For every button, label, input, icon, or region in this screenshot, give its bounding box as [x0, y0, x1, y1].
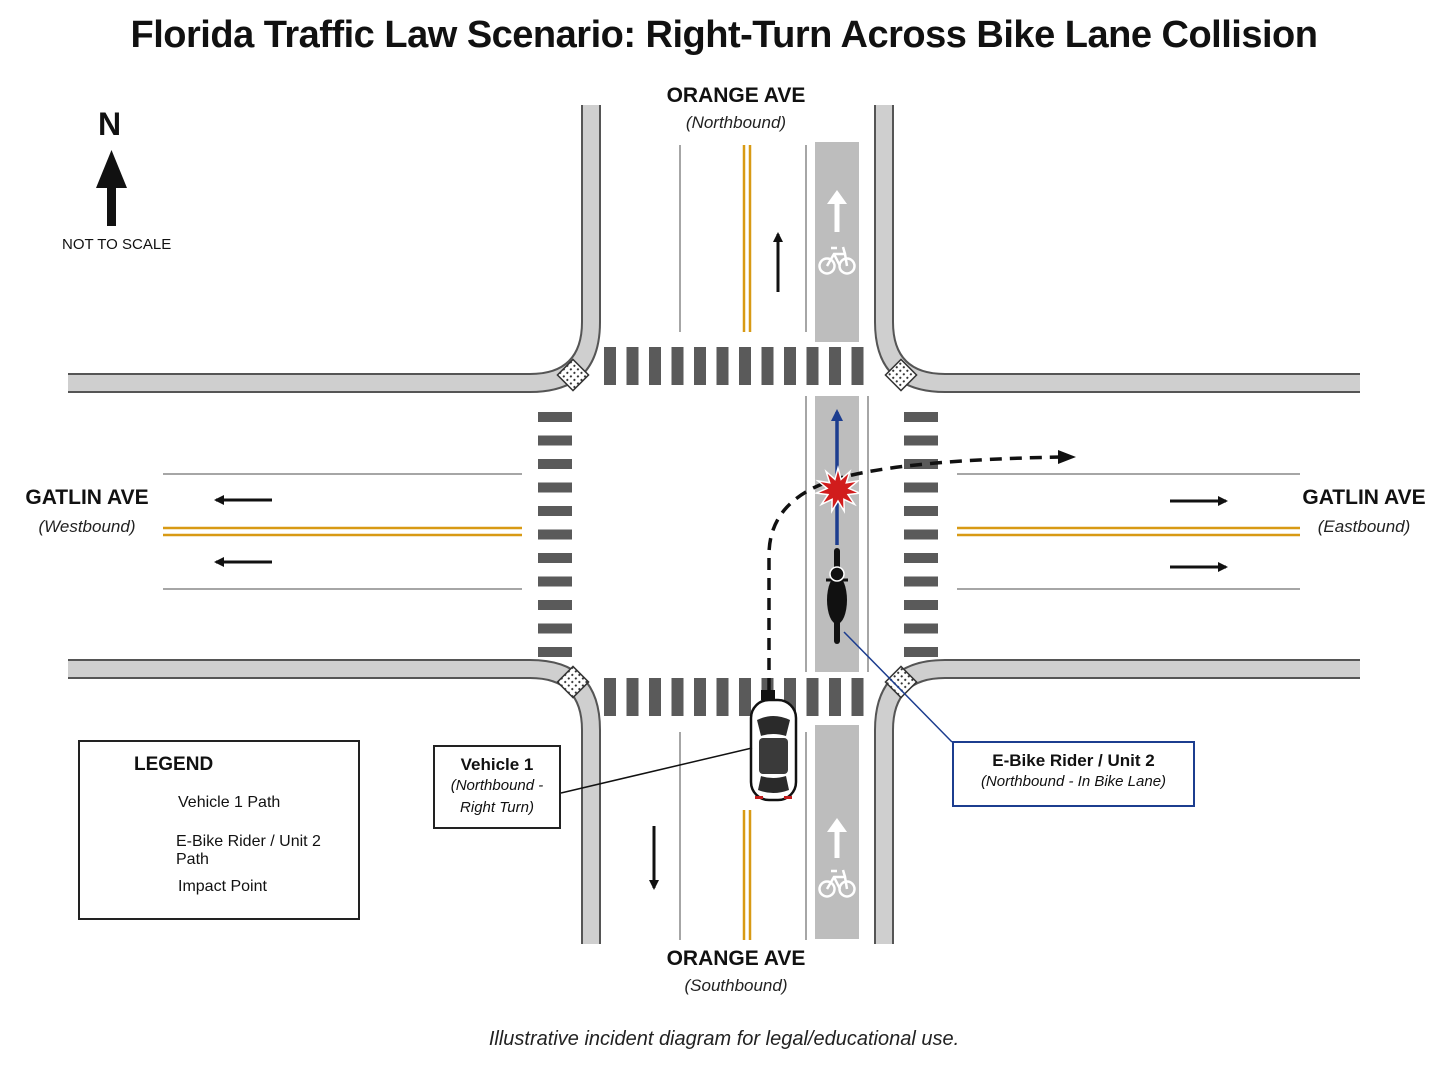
- crosswalk-stripe: [904, 506, 938, 516]
- north-arrow-icon: [96, 150, 127, 226]
- ebike-rider-callout: E-Bike Rider / Unit 2 (Northbound - In B…: [952, 741, 1195, 807]
- crosswalk-stripe: [671, 678, 684, 716]
- ebike-callout-leader: [843, 631, 953, 743]
- crosswalk-stripe: [626, 678, 639, 716]
- crosswalk-north: [604, 347, 864, 385]
- impact-point-icon: [813, 465, 863, 514]
- north-leg-markings: [679, 142, 859, 342]
- vehicle-1-callout-line2: Right Turn): [460, 799, 534, 816]
- crosswalk-stripe: [538, 435, 572, 446]
- legend-item-vehicle-path: Vehicle 1 Path: [178, 794, 281, 811]
- road-direction-south: (Southbound): [684, 976, 788, 995]
- crosswalk-stripe: [904, 600, 938, 610]
- road-label-north: ORANGE AVE: [666, 84, 806, 107]
- crosswalk-stripe: [716, 347, 729, 385]
- crosswalk-stripe: [904, 647, 938, 657]
- diagram-title: Florida Traffic Law Scenario: Right-Turn…: [130, 14, 1318, 56]
- crosswalk-stripe: [538, 576, 572, 587]
- crosswalk-east: [904, 412, 938, 657]
- crosswalk-stripe: [649, 347, 661, 385]
- bike-lane-north: [815, 142, 859, 342]
- crosswalk-stripe: [904, 529, 938, 540]
- bike-lane-symbol-south: [818, 818, 856, 898]
- crosswalk-stripe: [538, 600, 572, 610]
- vehicle-1-car-icon: [749, 690, 798, 802]
- crosswalk-stripe: [538, 529, 572, 540]
- crosswalk-stripe: [538, 623, 572, 634]
- crosswalk-stripe: [904, 435, 938, 446]
- crosswalk-stripe: [604, 347, 616, 385]
- vehicle-1-callout-title: Vehicle 1: [460, 755, 534, 774]
- crosswalk-stripe: [806, 678, 819, 716]
- crosswalk-stripe: [904, 553, 938, 563]
- ebike-rider-icon: [826, 548, 848, 644]
- crosswalk-stripe: [538, 459, 572, 469]
- crosswalk-stripe: [538, 647, 572, 657]
- road-direction-north: (Northbound): [685, 113, 787, 132]
- crosswalk-stripe: [784, 347, 796, 385]
- crosswalk-stripe: [538, 412, 572, 422]
- crosswalk-stripe: [649, 678, 661, 716]
- ebike-callout-line1: (Northbound - In Bike Lane): [980, 773, 1167, 790]
- crosswalk-stripe: [538, 482, 572, 493]
- road-direction-east: (Eastbound): [1317, 517, 1411, 536]
- crosswalk-south: [604, 678, 864, 716]
- vehicle-callout-leader: [560, 747, 753, 794]
- road-label-south: ORANGE AVE: [666, 947, 806, 970]
- crosswalk-stripe: [761, 347, 774, 385]
- crosswalk-stripe: [604, 678, 616, 716]
- vehicle-path-arrowhead: [1058, 450, 1076, 464]
- road-label-east: GATLIN AVE: [1302, 486, 1426, 509]
- crosswalk-stripe: [904, 482, 938, 493]
- east-leg-markings: [957, 473, 1300, 590]
- crosswalk-stripe: [904, 576, 938, 587]
- crosswalk-stripe: [716, 678, 729, 716]
- road-direction-west: (Westbound): [38, 517, 136, 536]
- road-label-west: GATLIN AVE: [25, 486, 149, 509]
- crosswalk-stripe: [538, 506, 572, 516]
- not-to-scale-note: NOT TO SCALE: [62, 236, 172, 253]
- crosswalk-stripe: [739, 347, 751, 385]
- crosswalk-stripe: [851, 347, 864, 385]
- west-leg-markings: [163, 473, 522, 590]
- legend-title: LEGEND: [134, 754, 214, 775]
- crosswalk-west: [538, 412, 572, 657]
- crosswalk-stripe: [904, 623, 938, 634]
- legend-item-impact-point: Impact Point: [178, 878, 267, 895]
- crosswalk-stripe: [694, 678, 706, 716]
- crosswalk-stripe: [694, 347, 706, 385]
- ebike-callout-title: E-Bike Rider / Unit 2: [992, 751, 1155, 770]
- bike-lane-symbol-north: [818, 190, 856, 275]
- crosswalk-stripe: [904, 412, 938, 422]
- legend: LEGEND Vehicle 1 Path E-Bike Rider / Uni…: [78, 740, 360, 920]
- crosswalk-stripe: [829, 347, 841, 385]
- diagram-caption: Illustrative incident diagram for legal/…: [488, 1028, 960, 1050]
- compass-letter: N: [98, 106, 122, 142]
- crosswalk-stripe: [538, 553, 572, 563]
- crosswalk-stripe: [739, 678, 751, 716]
- crosswalk-stripe: [626, 347, 639, 385]
- vehicle-1-callout-line1: (Northbound -: [450, 777, 544, 794]
- crosswalk-stripe: [829, 678, 841, 716]
- crosswalk-stripe: [671, 347, 684, 385]
- vehicle-1-callout: Vehicle 1 (Northbound - Right Turn): [433, 745, 561, 829]
- crosswalk-stripe: [851, 678, 864, 716]
- legend-item-ebike-path: E-Bike Rider / Unit 2 Path: [176, 833, 321, 868]
- crosswalk-stripe: [806, 347, 819, 385]
- curb-ramp-pads: [556, 358, 918, 699]
